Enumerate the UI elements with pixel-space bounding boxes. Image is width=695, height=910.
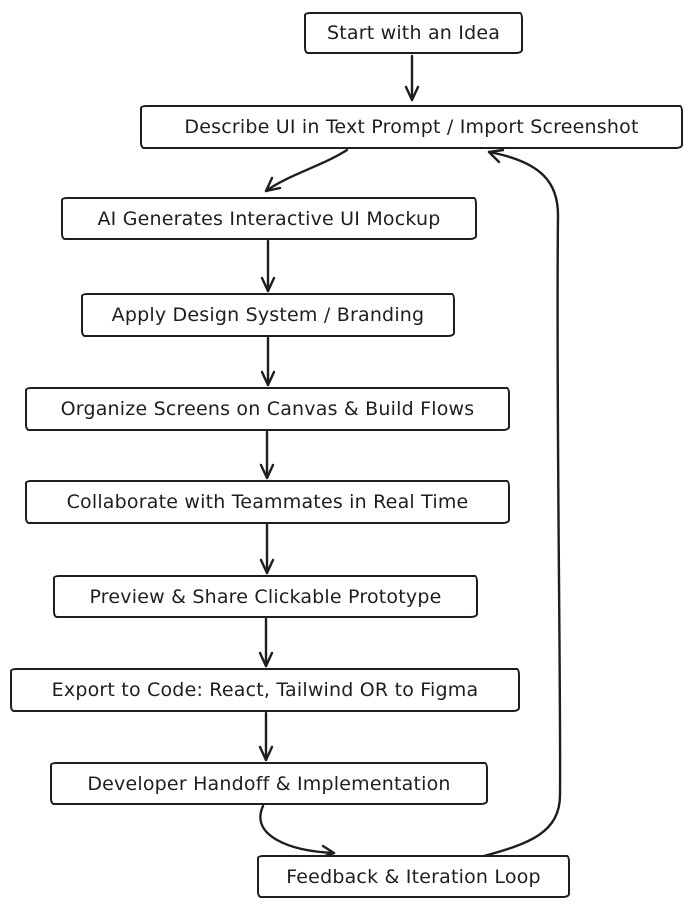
node-describe-ui-prompt: Describe UI in Text Prompt / Import Scre… (140, 105, 683, 149)
node-label: Preview & Share Clickable Prototype (89, 585, 442, 608)
arrow-export-to-handoff (258, 711, 274, 762)
node-collaborate-teammates: Collaborate with Teammates in Real Time (25, 480, 510, 524)
node-ai-generates-mockup: AI Generates Interactive UI Mockup (61, 197, 477, 240)
node-label: Start with an Idea (326, 22, 501, 44)
node-label: Feedback & Iteration Loop (286, 865, 541, 888)
node-start-idea: Start with an Idea (304, 12, 523, 54)
node-organize-screens: Organize Screens on Canvas & Build Flows (25, 387, 510, 431)
node-label: Describe UI in Text Prompt / Import Scre… (184, 116, 639, 138)
arrow-preview-to-export (258, 617, 274, 668)
arrow-organize-to-collaborate (259, 430, 275, 480)
node-label: Organize Screens on Canvas & Build Flows (60, 398, 475, 420)
node-feedback-iteration-loop: Feedback & Iteration Loop (257, 855, 570, 898)
arrow-ai-mockup-to-branding (260, 239, 276, 293)
node-apply-design-system: Apply Design System / Branding (81, 293, 455, 337)
arrow-start-to-describe (404, 54, 420, 102)
node-developer-handoff: Developer Handoff & Implementation (50, 762, 488, 805)
arrow-branding-to-organize (260, 336, 276, 387)
node-label: Export to Code: React, Tailwind OR to Fi… (51, 679, 479, 701)
node-label: Apply Design System / Branding (111, 304, 425, 326)
arrow-collaborate-to-preview (259, 523, 275, 575)
node-preview-share-prototype: Preview & Share Clickable Prototype (53, 575, 478, 618)
node-label: AI Generates Interactive UI Mockup (97, 207, 441, 230)
arrow-handoff-to-feedback (259, 804, 336, 859)
node-label: Collaborate with Teammates in Real Time (66, 491, 469, 513)
arrow-describe-to-ai-mockup (264, 148, 349, 193)
node-export-to-code: Export to Code: React, Tailwind OR to Fi… (10, 668, 520, 712)
node-label: Developer Handoff & Implementation (87, 772, 451, 795)
